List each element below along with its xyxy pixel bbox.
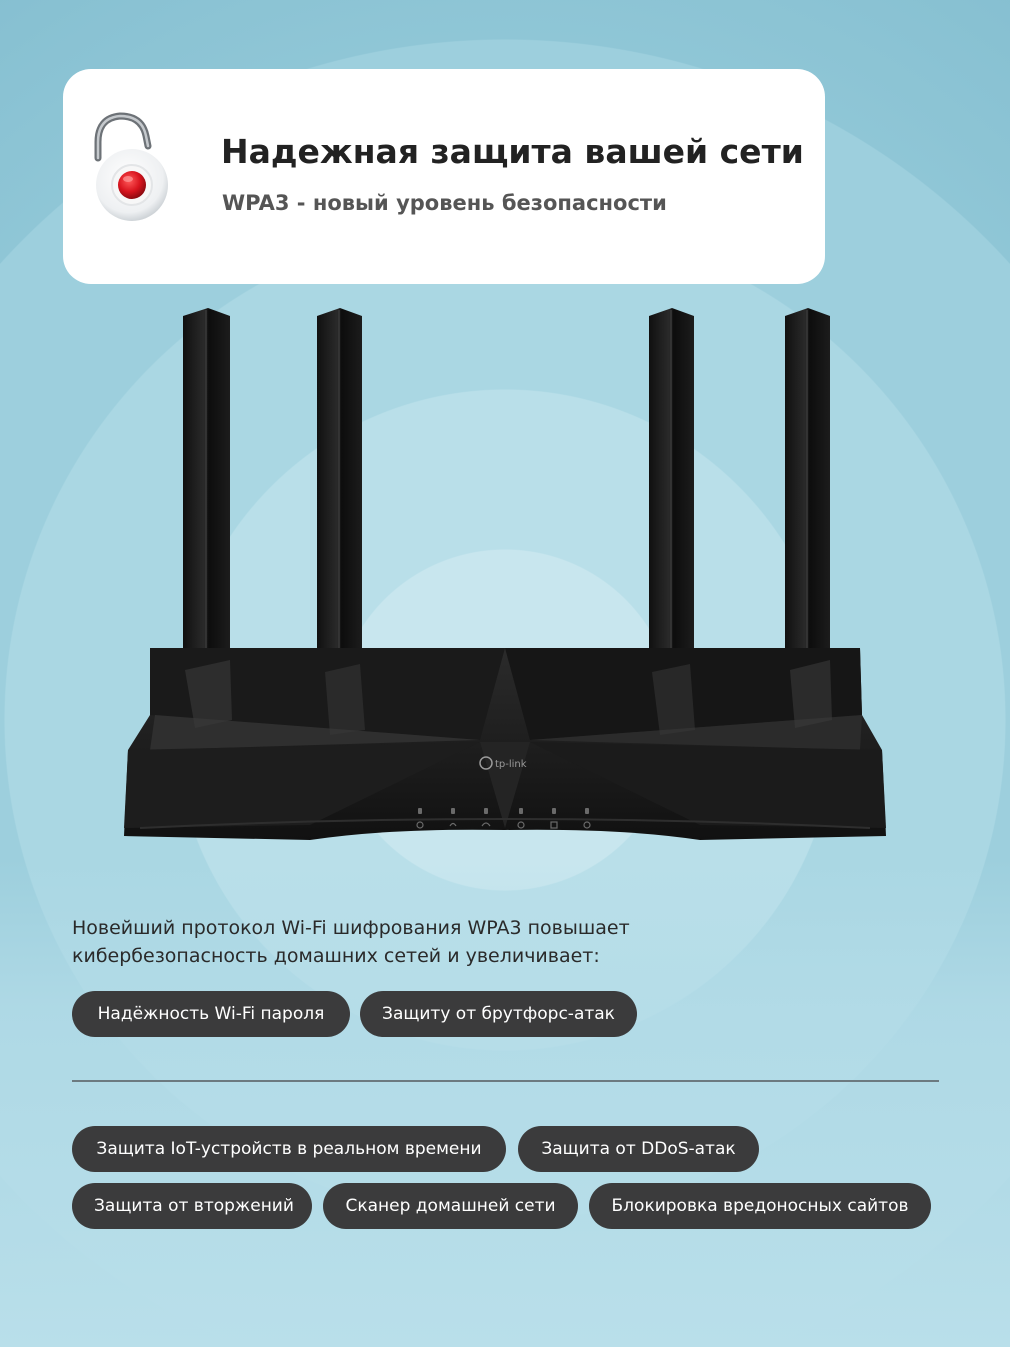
description-line-2: кибербезопасность домашних сетей и увели… <box>72 945 600 967</box>
page-subtitle: WPA3 - новый уровень безопасности <box>222 191 667 215</box>
feature-ddos-protection: Защита от DDoS-атак <box>518 1126 759 1172</box>
divider <box>72 1080 939 1082</box>
feature-password-strength: Надёжность Wi-Fi пароля <box>72 991 350 1037</box>
router-brand: tp-link <box>495 759 527 770</box>
page-title: Надежная защита вашей сети <box>221 132 804 171</box>
antenna-2 <box>317 308 362 652</box>
status-leds <box>418 808 589 814</box>
feature-intrusion-protection: Защита от вторжений <box>72 1183 312 1229</box>
feature-malicious-site-blocking: Блокировка вредоносных сайтов <box>589 1183 931 1229</box>
antenna-4 <box>785 308 830 652</box>
description-line-1: Новейший протокол Wi-Fi шифрования WPA3 … <box>72 917 630 939</box>
router-image: tp-link <box>124 308 886 840</box>
description: Новейший протокол Wi-Fi шифрования WPA3 … <box>72 914 952 970</box>
antenna-3 <box>649 308 694 652</box>
feature-network-scanner: Сканер домашней сети <box>323 1183 578 1229</box>
header-card <box>63 69 825 284</box>
feature-iot-protection: Защита IoT-устройств в реальном времени <box>72 1126 506 1172</box>
feature-bruteforce-protection: Защиту от брутфорс-атак <box>360 991 637 1037</box>
antenna-1 <box>183 308 230 652</box>
padlock-icon <box>94 112 168 221</box>
